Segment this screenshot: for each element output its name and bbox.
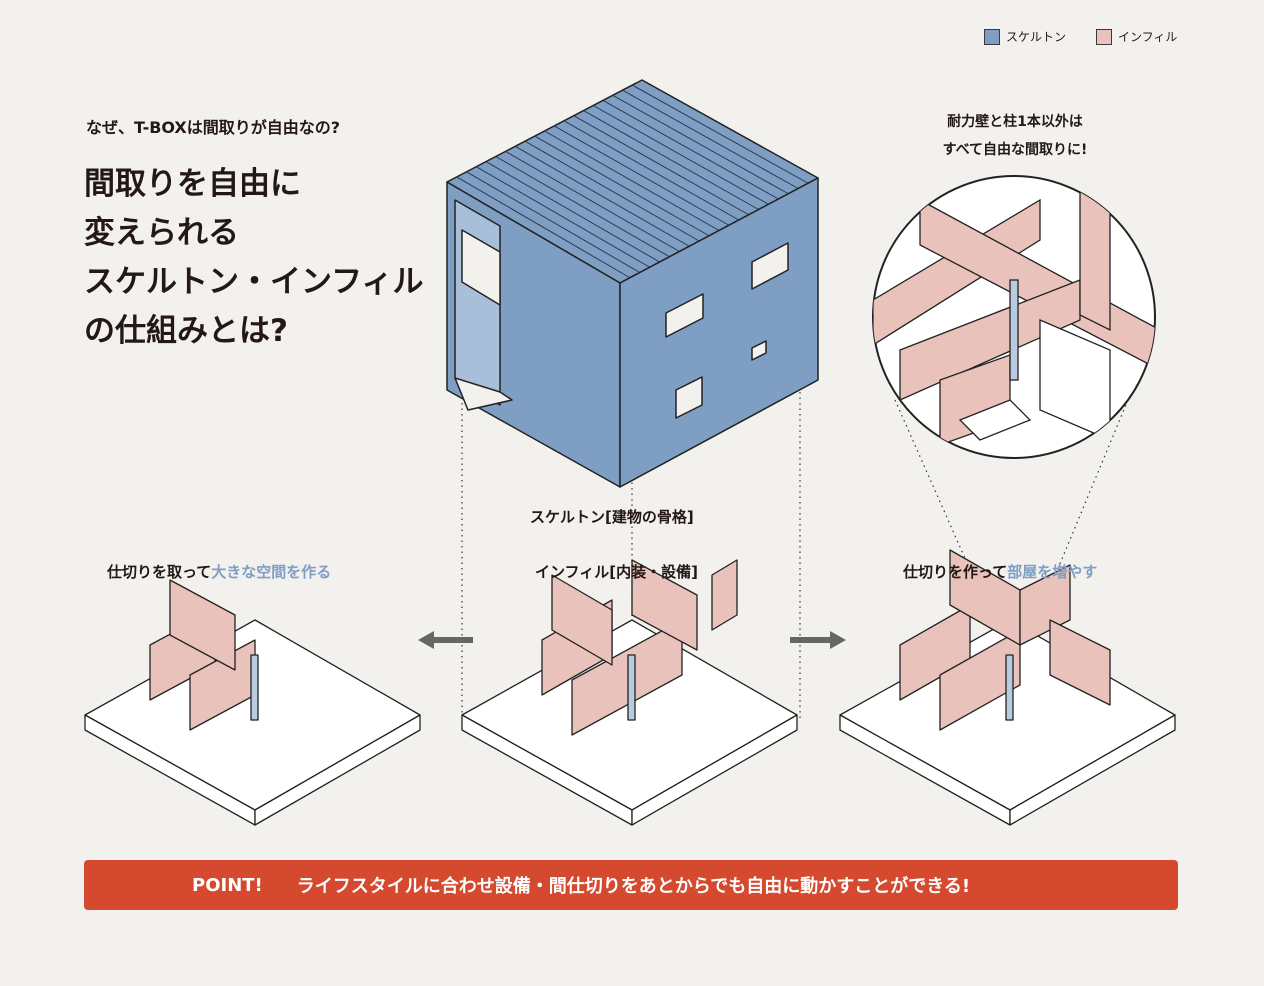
title-line: 間取りを自由に bbox=[84, 166, 301, 202]
label-highlight: 大きな空間を作る bbox=[211, 563, 332, 581]
legend-item-skeleton: スケルトン bbox=[984, 28, 1066, 45]
infill-swatch bbox=[1096, 28, 1113, 45]
right-plan-label: 仕切りを作って部屋を増やす bbox=[903, 561, 1097, 582]
callout-line: 耐力壁と柱1本以外は bbox=[947, 114, 1083, 130]
label-text: 仕切りを取って bbox=[107, 563, 212, 581]
title-line: スケルトン・インフィル bbox=[84, 264, 424, 300]
point-banner: POINT! ライフスタイルに合わせ設備・間仕切りをあとからでも自由に動かすこと… bbox=[84, 860, 1178, 910]
label-highlight: 部屋を増やす bbox=[1007, 563, 1098, 581]
page-title: 間取りを自由に 変えられる スケルトン・インフィル の仕組みとは? bbox=[84, 160, 423, 356]
point-label: POINT! bbox=[192, 874, 263, 896]
callout-note: 耐力壁と柱1本以外は すべて自由な間取りに! bbox=[905, 108, 1125, 164]
subtitle: なぜ、T-BOXは間取りが自由なの? bbox=[86, 118, 341, 137]
floor-plan-divided bbox=[839, 549, 1176, 826]
legend: スケルトン インフィル bbox=[984, 28, 1199, 45]
legend-item-infill: インフィル bbox=[1096, 28, 1177, 45]
legend-label: インフィル bbox=[1118, 30, 1178, 44]
skeleton-house-illustration bbox=[446, 79, 819, 488]
title-line: の仕組みとは? bbox=[84, 313, 288, 349]
callout-line: すべて自由な間取りに! bbox=[942, 142, 1088, 158]
skeleton-swatch bbox=[984, 28, 1000, 45]
legend-label: スケルトン bbox=[1006, 30, 1067, 44]
title-line: 変えられる bbox=[84, 215, 239, 251]
label-text: 仕切りを作って bbox=[903, 563, 1008, 581]
infill-label: インフィル[内装・設備] bbox=[535, 563, 698, 581]
infill-detail-circle bbox=[872, 175, 1156, 459]
skeleton-label: スケルトン[建物の骨格] bbox=[530, 508, 694, 526]
floor-plan-standard bbox=[461, 559, 798, 826]
point-text: ライフスタイルに合わせ設備・間仕切りをあとからでも自由に動かすことができる! bbox=[296, 876, 971, 897]
left-plan-label: 仕切りを取って大きな空間を作る bbox=[107, 561, 331, 582]
arrows bbox=[418, 631, 846, 649]
floor-plan-open bbox=[84, 579, 421, 826]
